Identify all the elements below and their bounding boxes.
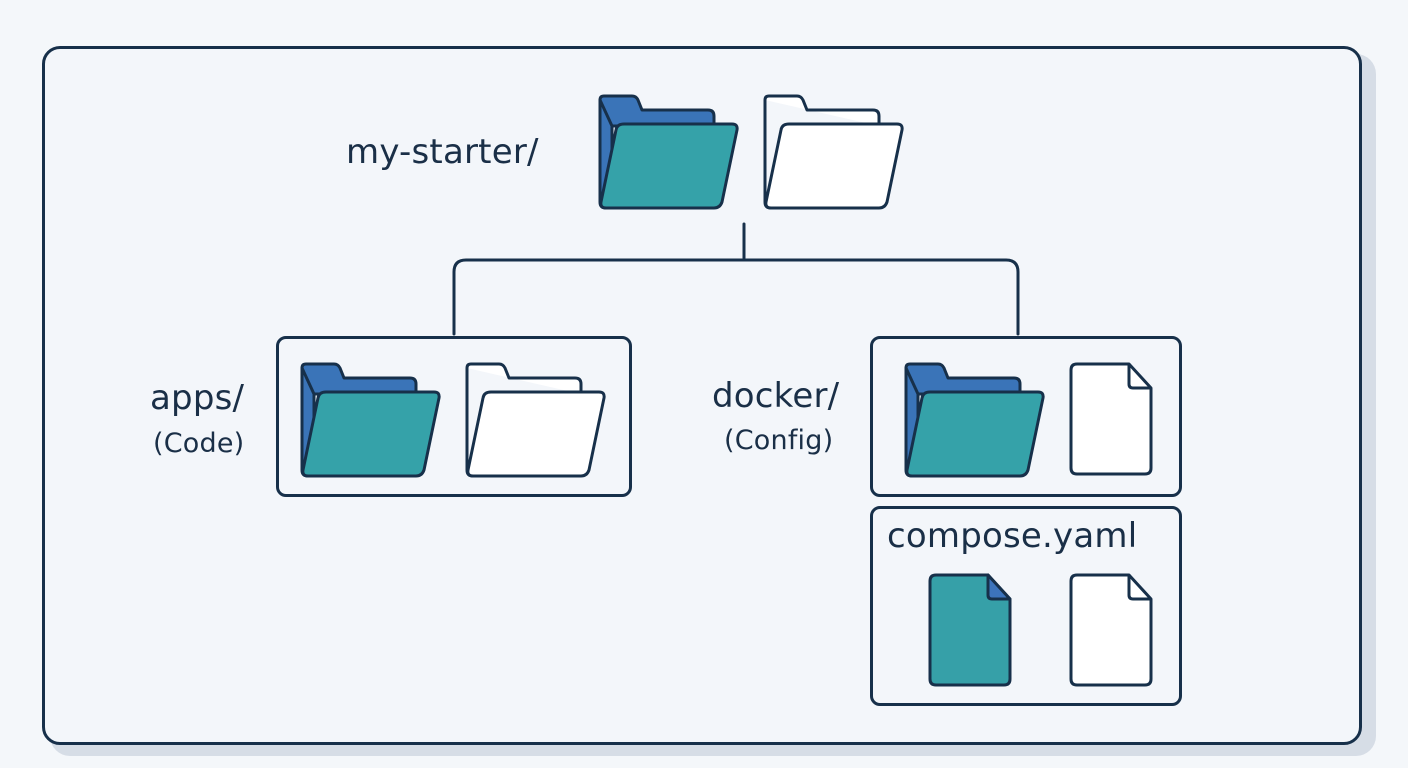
compose-node-box bbox=[870, 506, 1182, 706]
file-outline-icon bbox=[1069, 573, 1153, 687]
docker-folder-label: docker/ bbox=[712, 376, 840, 416]
apps-folder-label: apps/ bbox=[150, 378, 245, 418]
docker-node-box bbox=[870, 336, 1182, 497]
folder-outline-icon bbox=[763, 94, 904, 210]
apps-folder-sublabel: (Code) bbox=[153, 428, 245, 459]
tree-connectors bbox=[452, 222, 1020, 336]
folder-outline-icon bbox=[465, 362, 606, 478]
branch-line bbox=[452, 258, 1020, 336]
docker-folder-sublabel: (Config) bbox=[724, 425, 834, 456]
root-folder-label: my-starter/ bbox=[346, 132, 539, 172]
folder-filled-icon bbox=[598, 94, 739, 210]
folder-filled-icon bbox=[300, 362, 441, 478]
apps-node-box bbox=[276, 336, 632, 497]
folder-filled-icon bbox=[904, 362, 1045, 478]
compose-file-label: compose.yaml bbox=[887, 516, 1138, 556]
file-outline-icon bbox=[1069, 362, 1153, 476]
file-filled-icon bbox=[928, 573, 1012, 687]
